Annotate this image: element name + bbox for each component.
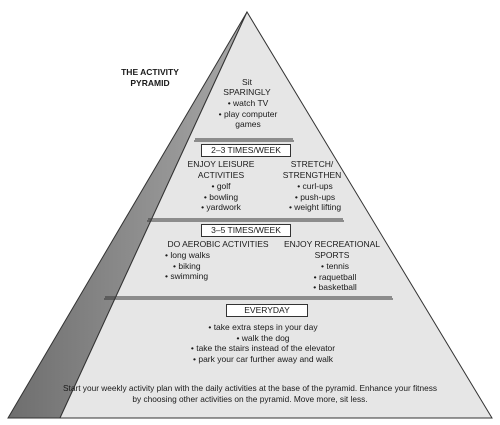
tier2-left-heading: ENJOY LEISURE ACTIVITIES (187, 159, 255, 180)
list-item: swimming (165, 271, 225, 282)
pyramid-front-face (59, 10, 493, 419)
list-item: play computer games (207, 109, 289, 130)
list-item: curl-ups (275, 181, 355, 192)
tier2-left-list: golf bowling yardwork (186, 181, 256, 213)
footer-note: Start your weekly activity plan with the… (62, 383, 437, 404)
tier4-list: take extra steps in your day walk the do… (170, 322, 356, 364)
list-item: watch TV (207, 98, 289, 109)
tier1-heading-sparingly: SPARINGLY (223, 87, 271, 97)
tier1-list: watch TV play computer games (207, 98, 289, 130)
tier3-right-heading: ENJOY RECREATIONAL SPORTS (283, 239, 381, 260)
list-item: long walks (165, 250, 225, 261)
tier2-right-heading: STRETCH/ STRENGTHEN (282, 159, 342, 180)
tier3-left-list: long walks biking swimming (165, 250, 225, 282)
list-item: take the stairs instead of the elevator (170, 343, 356, 354)
list-item: yardwork (186, 202, 256, 213)
tier4-frequency-label: EVERYDAY (226, 304, 308, 317)
tier3-right-list: tennis raquetball basketball (300, 261, 370, 293)
tier2-right-list: curl-ups push-ups weight lifting (275, 181, 355, 213)
list-item: walk the dog (170, 333, 356, 344)
list-item: biking (165, 261, 225, 272)
list-item: weight lifting (275, 202, 355, 213)
tier2-frequency-label: 2–3 TIMES/WEEK (201, 144, 291, 157)
list-item: park your car further away and walk (170, 354, 356, 365)
list-item: push-ups (275, 192, 355, 203)
list-item: tennis (300, 261, 370, 272)
list-item: raquetball (300, 272, 370, 283)
list-item: golf (186, 181, 256, 192)
list-item: basketball (300, 282, 370, 293)
tier3-frequency-label: 3–5 TIMES/WEEK (201, 224, 291, 237)
list-item: bowling (186, 192, 256, 203)
tier3-left-heading: DO AEROBIC ACTIVITIES (167, 239, 269, 249)
tier1-heading-sit: Sit (242, 77, 252, 87)
list-item: take extra steps in your day (170, 322, 356, 333)
pyramid-title: THE ACTIVITY PYRAMID (121, 67, 179, 88)
